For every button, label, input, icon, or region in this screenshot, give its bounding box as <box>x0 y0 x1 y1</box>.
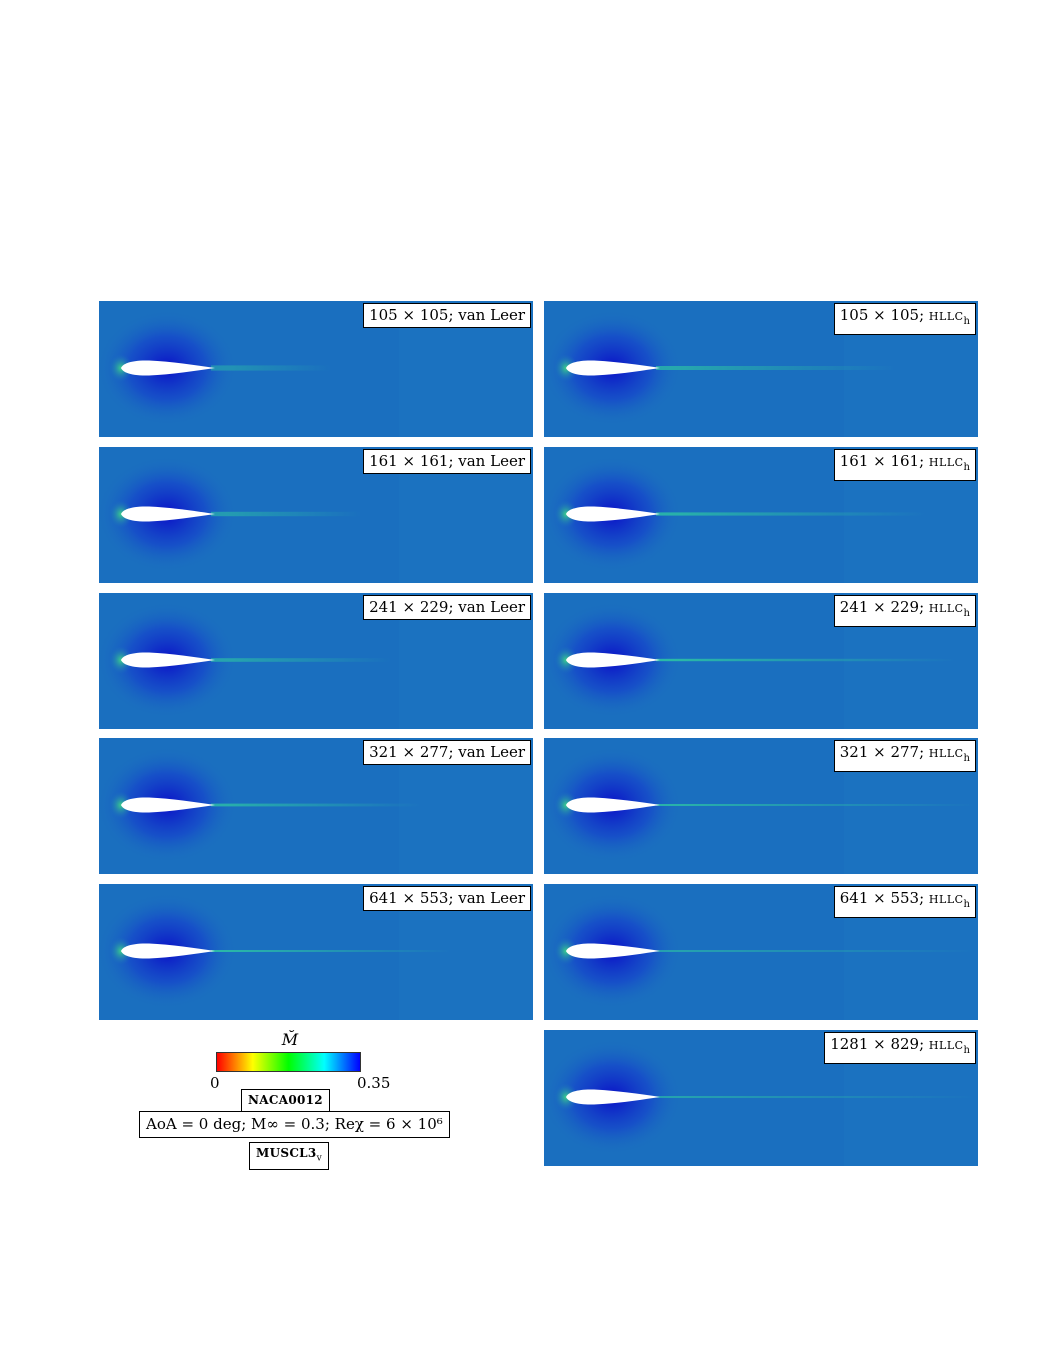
flow-conditions-label: AoA = 0 deg; M∞ = 0.3; Reχ = 6 × 10⁶ <box>139 1111 450 1138</box>
scheme-label: MUSCL3v <box>249 1142 329 1171</box>
airfoil-label: NACA0012 <box>241 1089 330 1112</box>
mach-contour-plot <box>99 593 533 729</box>
wake <box>211 365 331 371</box>
figure-legend: M̆ 0 0.35 NACA0012 AoA = 0 deg; M∞ = 0.3… <box>135 1030 450 1171</box>
panel-label-scheme: HLLC <box>928 747 964 760</box>
panel-label: 1281 × 829; HLLCh <box>824 1032 976 1064</box>
wake <box>656 1096 976 1098</box>
panel-label-text: 105 × 105; van Leer <box>369 306 525 324</box>
panel-label-text: 161 × 161; van Leer <box>369 452 525 470</box>
panel-label-subscript: h <box>963 316 970 327</box>
airfoil-shape <box>121 652 215 668</box>
colorbar-min-label: 0 <box>210 1074 220 1092</box>
panel-label: 161 × 161; van Leer <box>363 449 531 474</box>
panel-label-scheme: HLLC <box>928 310 964 323</box>
panel-label-text: 641 × 553; <box>839 889 929 907</box>
mach-contour-plot <box>544 593 978 729</box>
panel-label-text: 105 × 105; <box>839 306 929 324</box>
colorbar <box>216 1052 361 1072</box>
wake <box>656 366 896 370</box>
panel-label-scheme: HLLC <box>928 893 964 906</box>
wake <box>656 512 926 516</box>
scheme-label-subscript: v <box>316 1153 322 1164</box>
panel-label-text: 321 × 277; van Leer <box>369 743 525 761</box>
wake <box>211 803 421 807</box>
panel-label: 641 × 553; van Leer <box>363 886 531 911</box>
airfoil-shape <box>121 506 215 522</box>
contour-panel: 241 × 229; HLLCh <box>544 593 978 729</box>
panel-label-subscript: h <box>963 899 970 910</box>
wake <box>656 658 956 662</box>
airfoil-shape <box>121 360 215 376</box>
contour-panel: 105 × 105; van Leer <box>99 301 533 437</box>
wake <box>656 950 976 952</box>
contour-panel: 105 × 105; HLLCh <box>544 301 978 437</box>
airfoil-shape <box>566 1089 660 1105</box>
panel-label-text: 241 × 229; van Leer <box>369 598 525 616</box>
airfoil-shape <box>121 943 215 959</box>
wake <box>211 658 391 662</box>
airfoil-shape <box>121 797 215 813</box>
panel-label-text: 161 × 161; <box>839 452 929 470</box>
contour-panel: 241 × 229; van Leer <box>99 593 533 729</box>
airfoil-shape <box>566 360 660 376</box>
panel-label-scheme: HLLC <box>928 456 964 469</box>
mach-contour-plot <box>544 1030 978 1166</box>
panel-label: 105 × 105; HLLCh <box>833 303 976 335</box>
airfoil-shape <box>566 797 660 813</box>
colorbar-title: M̆ <box>281 1030 299 1049</box>
contour-panel: 161 × 161; van Leer <box>99 447 533 583</box>
panel-label-subscript: h <box>963 753 970 764</box>
panel-label-subscript: h <box>963 462 970 473</box>
panel-label-scheme: HLLC <box>928 602 964 615</box>
panel-label-subscript: h <box>963 1045 970 1056</box>
contour-panel: 641 × 553; van Leer <box>99 884 533 1020</box>
contour-panel: 1281 × 829; HLLCh <box>544 1030 978 1166</box>
scheme-label-text: MUSCL3 <box>256 1146 317 1160</box>
panel-label-text: 641 × 553; van Leer <box>369 889 525 907</box>
airfoil-shape <box>566 652 660 668</box>
panel-label-scheme: HLLC <box>928 1039 964 1052</box>
panel-label-text: 241 × 229; <box>839 598 929 616</box>
panel-label: 105 × 105; van Leer <box>363 303 531 328</box>
panel-label-text: 321 × 277; <box>839 743 929 761</box>
panel-label: 641 × 553; HLLCh <box>833 886 976 918</box>
panel-label: 321 × 277; van Leer <box>363 740 531 765</box>
panel-label: 241 × 229; HLLCh <box>833 595 976 627</box>
wake <box>656 804 976 806</box>
contour-panel: 641 × 553; HLLCh <box>544 884 978 1020</box>
colorbar-max-label: 0.35 <box>357 1074 391 1092</box>
contour-panel: 321 × 277; HLLCh <box>544 738 978 874</box>
wake <box>211 950 451 952</box>
panel-label: 321 × 277; HLLCh <box>833 740 976 772</box>
contour-panel: 161 × 161; HLLCh <box>544 447 978 583</box>
panel-label: 241 × 229; van Leer <box>363 595 531 620</box>
panel-label: 161 × 161; HLLCh <box>833 449 976 481</box>
panel-label-text: 1281 × 829; <box>830 1035 929 1053</box>
contour-panel: 321 × 277; van Leer <box>99 738 533 874</box>
airfoil-shape <box>566 943 660 959</box>
panel-label-subscript: h <box>963 608 970 619</box>
wake <box>211 511 361 517</box>
airfoil-shape <box>566 506 660 522</box>
